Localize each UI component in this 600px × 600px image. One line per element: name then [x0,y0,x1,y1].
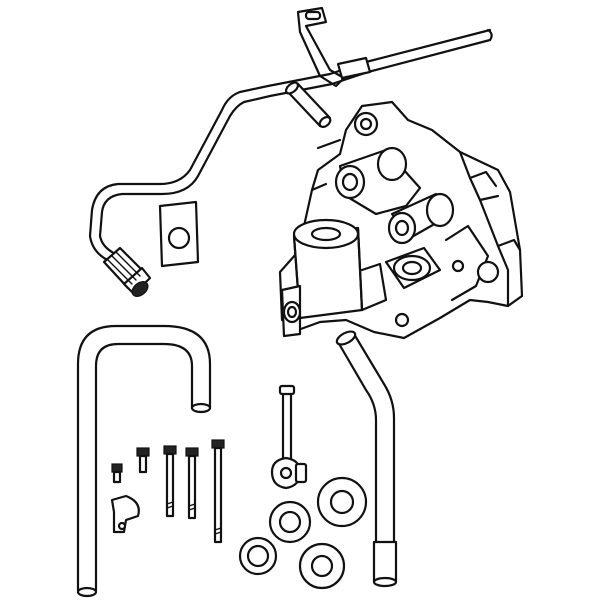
washer-large [316,476,368,528]
washer-small-left [238,536,278,576]
eye-bolt [270,384,308,490]
hex-bolts [111,439,225,544]
washer-medium [268,500,312,544]
hose-clip [110,494,140,534]
bent-tube-pipe [335,330,398,588]
fuel-line-rod [88,28,493,297]
washers [238,476,368,590]
mounting-bracket [296,6,346,88]
valve-body [278,100,524,340]
short-pin [284,81,332,129]
washer-bottom [298,542,346,590]
gasket-plate [158,200,200,268]
u-tube-pipe [76,324,212,598]
